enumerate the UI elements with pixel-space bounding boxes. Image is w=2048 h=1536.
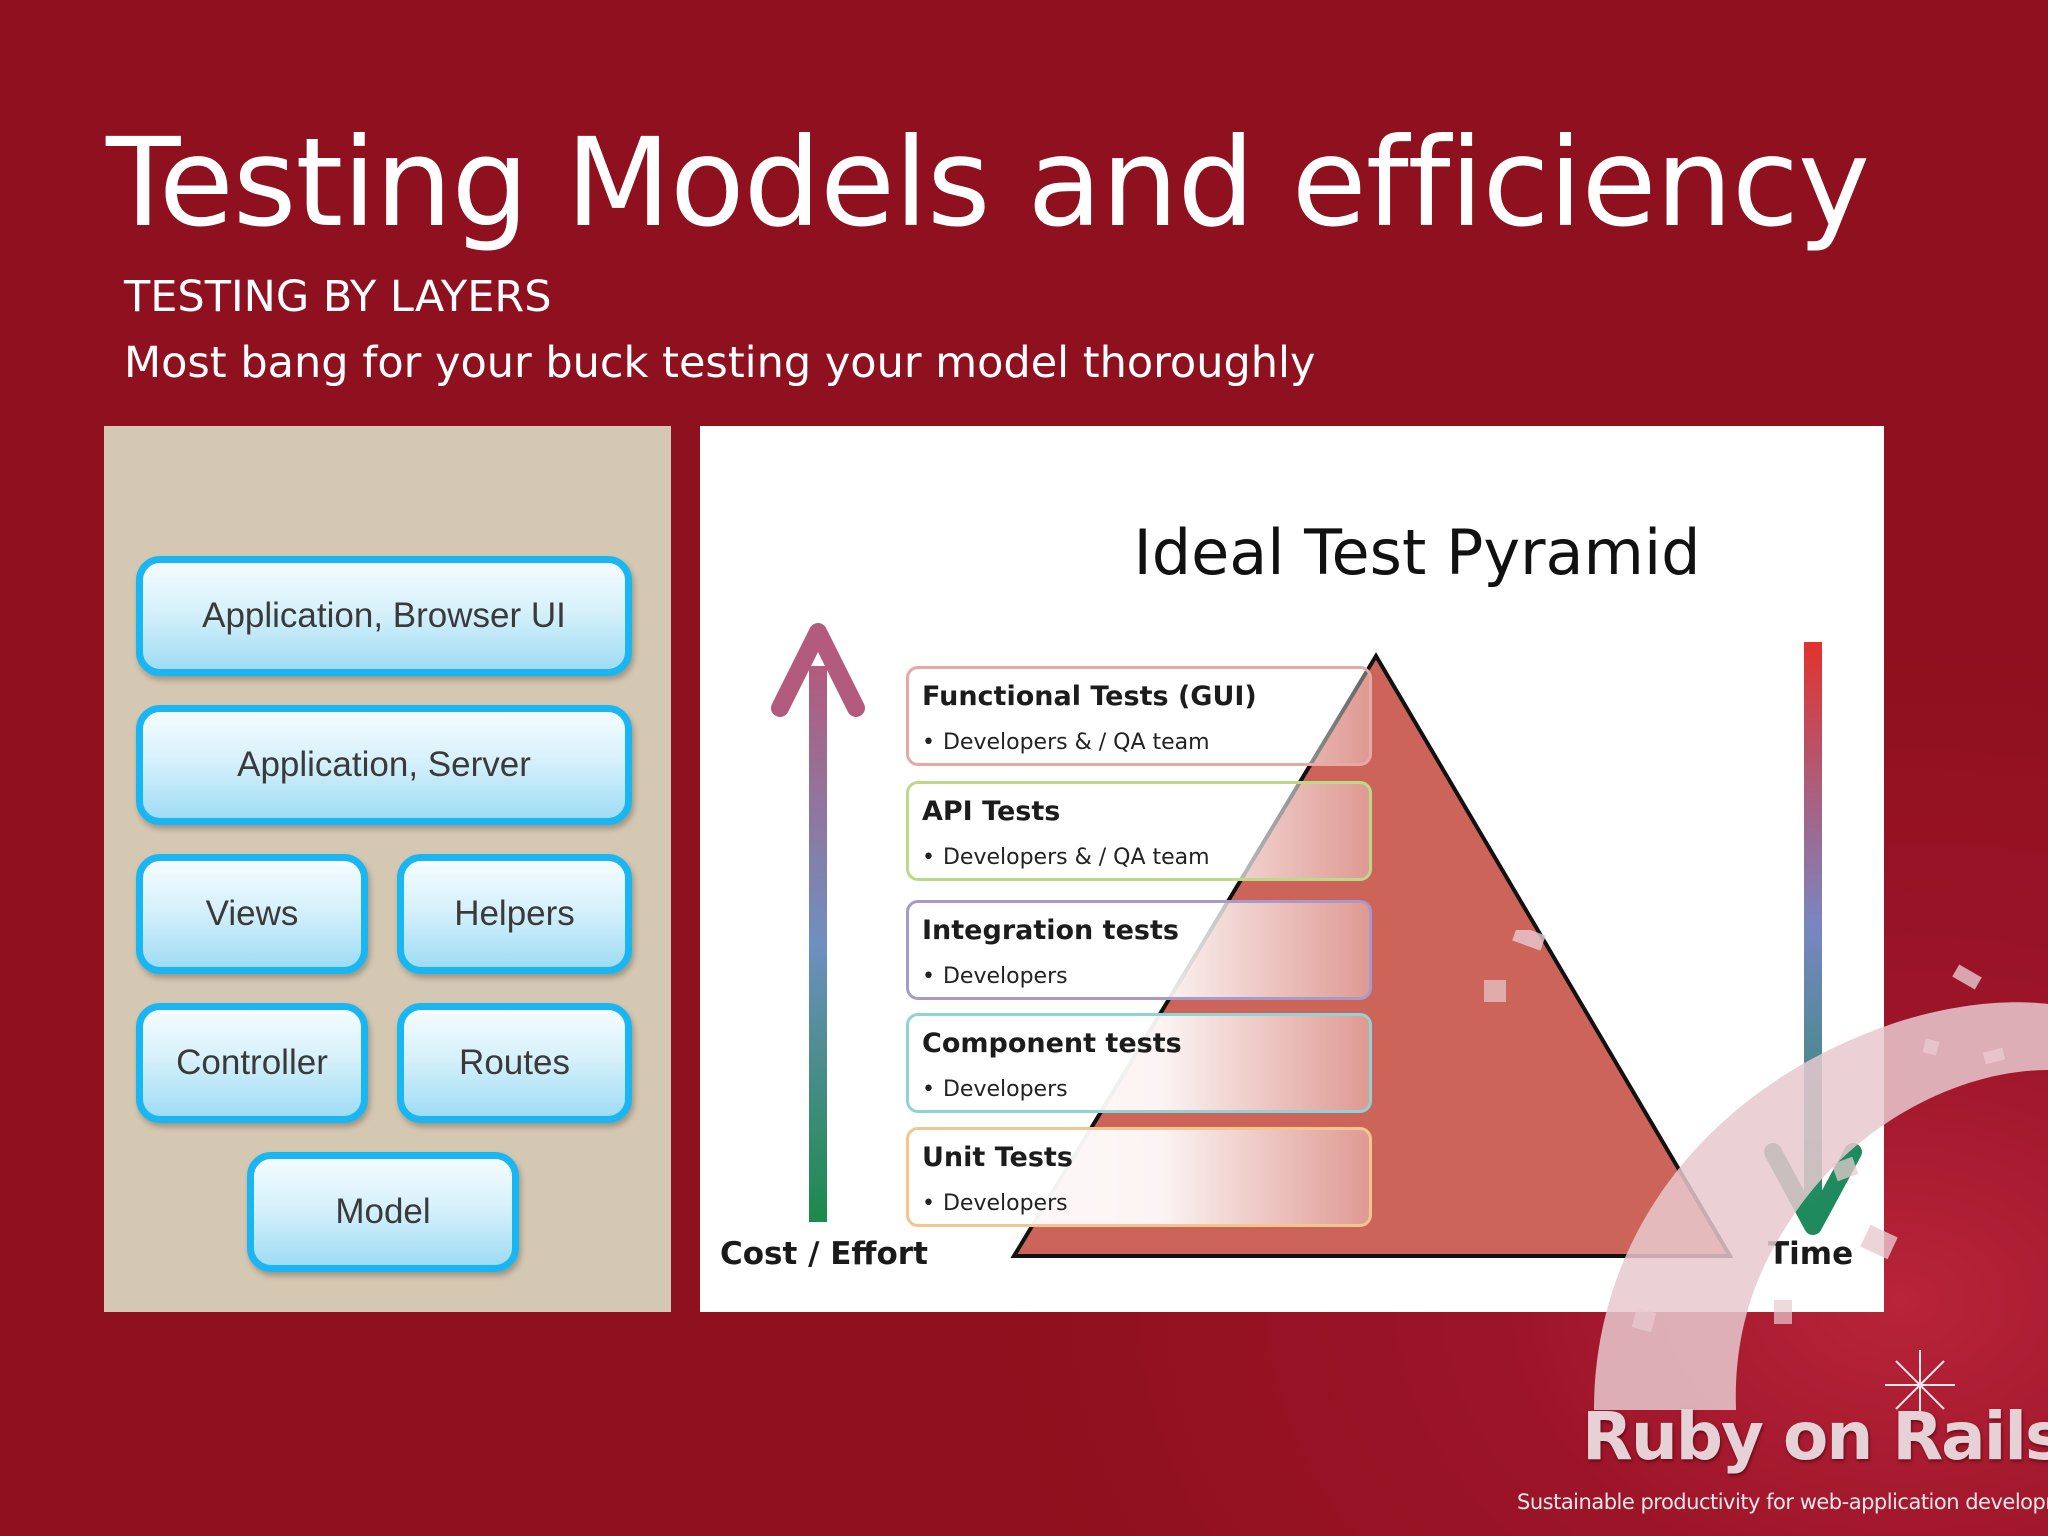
cost-effort-label: Cost / Effort bbox=[720, 1236, 928, 1272]
tier-integration-tests: Integration tests •Developers bbox=[906, 900, 1372, 1000]
tier-title: Component tests bbox=[922, 1028, 1182, 1059]
tier-unit-tests: Unit Tests •Developers bbox=[906, 1127, 1372, 1227]
tier-audience: •Developers bbox=[922, 964, 1068, 989]
tier-title: API Tests bbox=[922, 796, 1061, 827]
tier-component-tests: Component tests •Developers bbox=[906, 1013, 1372, 1113]
slide-subtitle: TESTING BY LAYERS bbox=[124, 272, 552, 322]
layer-views: Views bbox=[136, 854, 368, 974]
layer-model: Model bbox=[247, 1152, 519, 1272]
cost-arrow-shaft bbox=[809, 666, 827, 1222]
layer-helpers: Helpers bbox=[397, 854, 632, 974]
rails-logo-tagline: Sustainable productivity for web-applica… bbox=[1517, 1490, 2048, 1514]
rails-logo-graphic bbox=[1484, 930, 2048, 1420]
tier-title: Integration tests bbox=[922, 915, 1179, 946]
layer-routes: Routes bbox=[397, 1003, 632, 1123]
tier-api-tests: API Tests •Developers & / QA team bbox=[906, 781, 1372, 881]
slide-tagline: Most bang for your buck testing your mod… bbox=[124, 338, 1316, 388]
tier-title: Unit Tests bbox=[922, 1142, 1073, 1173]
slide-title: Testing Models and efficiency bbox=[106, 112, 1870, 254]
tier-title: Functional Tests (GUI) bbox=[922, 681, 1257, 712]
tier-audience: •Developers bbox=[922, 1077, 1068, 1102]
cost-arrow-head bbox=[771, 623, 865, 717]
pyramid-title: Ideal Test Pyramid bbox=[1133, 516, 1701, 589]
layer-browser-ui: Application, Browser UI bbox=[136, 556, 632, 676]
tier-audience: •Developers & / QA team bbox=[922, 845, 1210, 870]
time-label: Time bbox=[1768, 1236, 1854, 1272]
tier-audience: •Developers bbox=[922, 1191, 1068, 1216]
layers-diagram: Application, Browser UI Application, Ser… bbox=[104, 426, 671, 1312]
layer-server: Application, Server bbox=[136, 705, 632, 825]
rails-logo-text: Ruby on Rails bbox=[1582, 1398, 2048, 1475]
test-pyramid-diagram: Ideal Test Pyramid Functional Tests (GUI… bbox=[700, 426, 1884, 1312]
tier-functional-tests: Functional Tests (GUI) •Developers & / Q… bbox=[906, 666, 1372, 766]
layer-controller: Controller bbox=[136, 1003, 368, 1123]
tier-audience: •Developers & / QA team bbox=[922, 730, 1210, 755]
